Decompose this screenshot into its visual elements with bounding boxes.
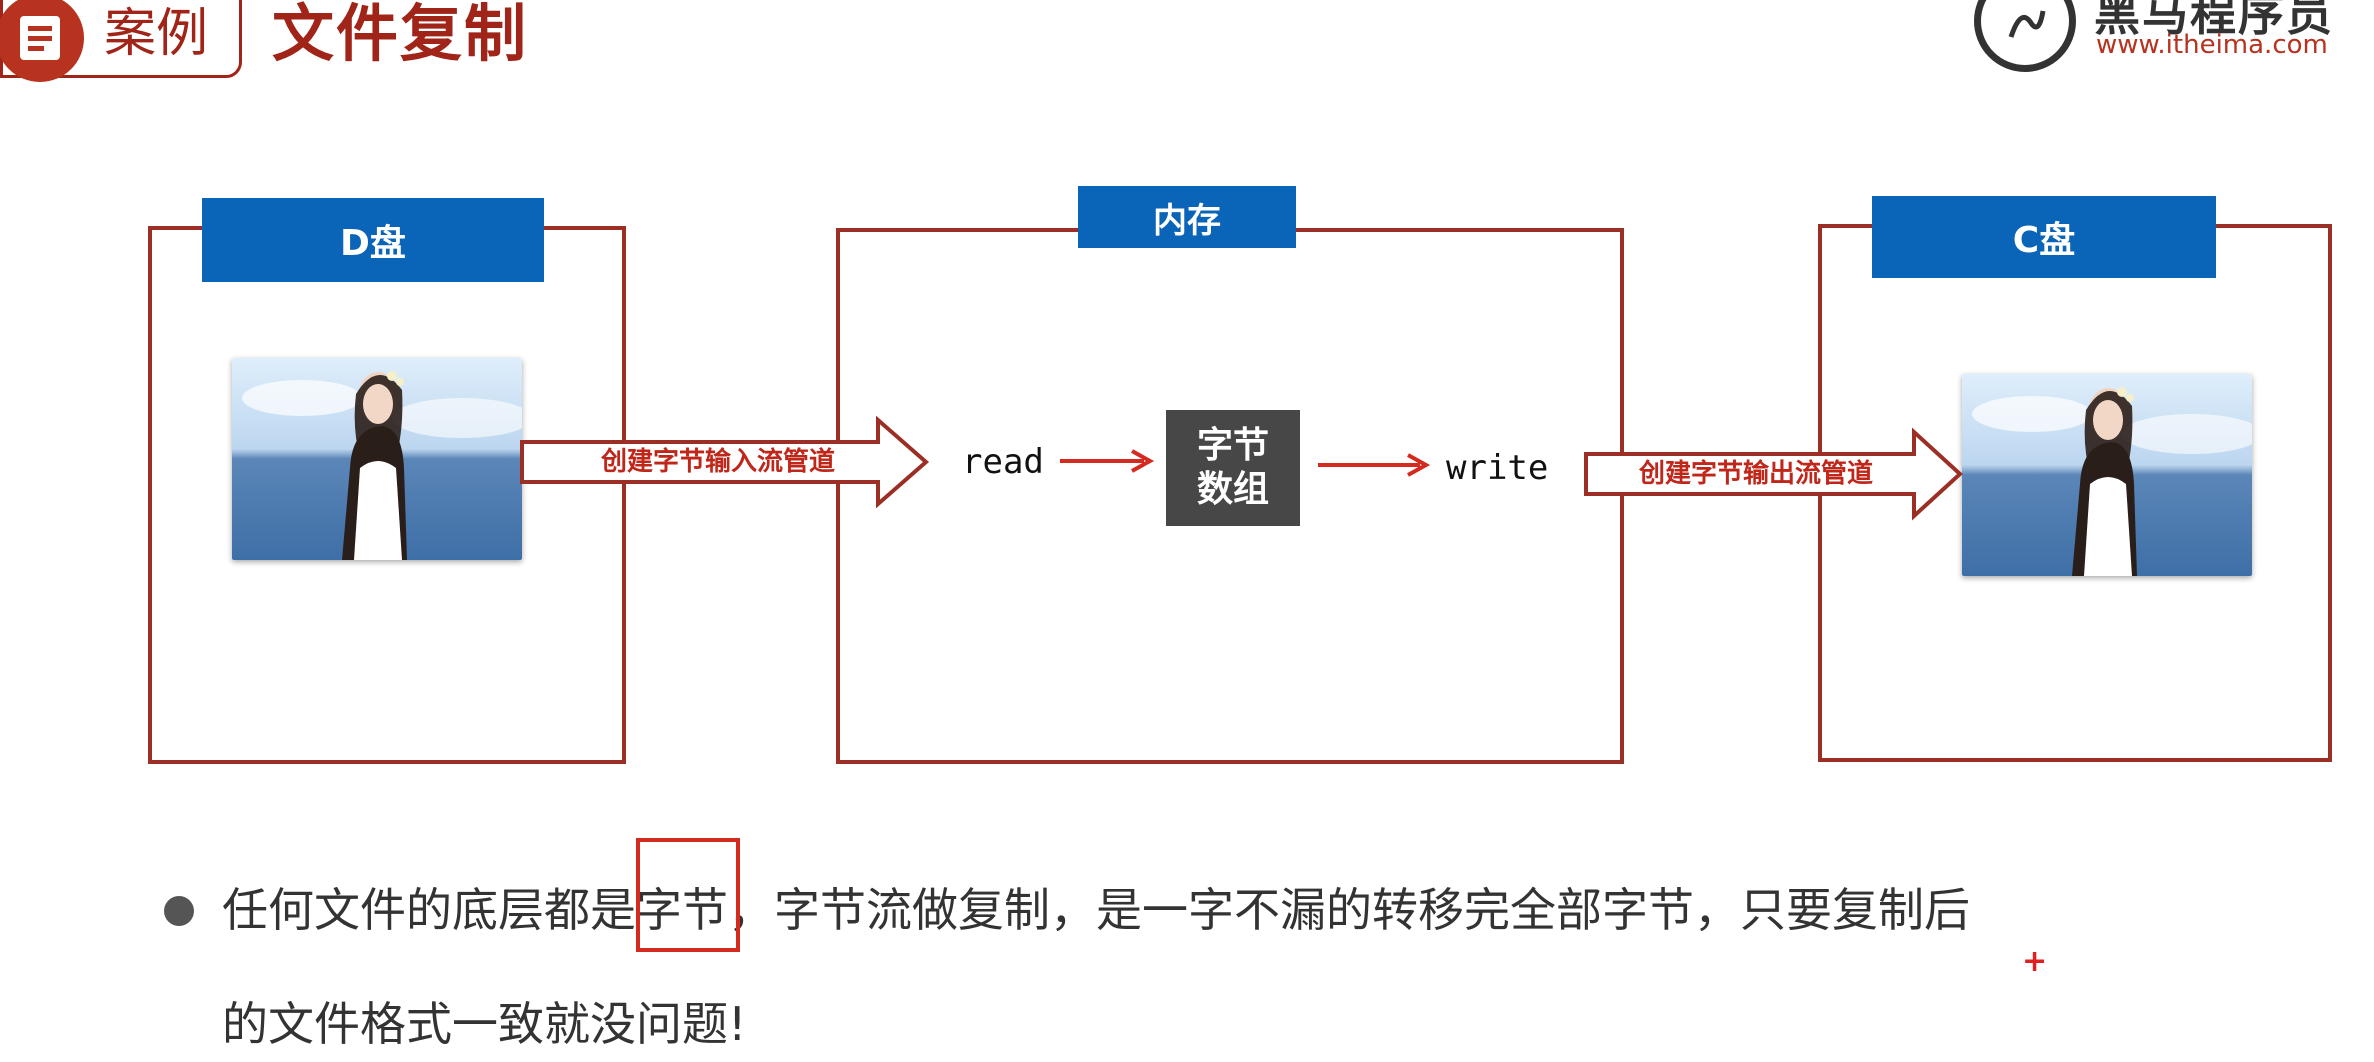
write-arrow-icon xyxy=(1316,452,1432,482)
bullet-line-2: 的文件格式一致就没问题! xyxy=(222,997,747,1051)
case-badge-label: 案例 xyxy=(104,4,209,64)
itheima-logo-icon xyxy=(1974,0,2076,72)
bullet-line-1-end: ，字节流做复制，是一字不漏的转移完全部字节，只要复制后 xyxy=(728,883,1970,937)
bullet-line-1: 任何文件的底层都是字节，字节流做复制，是一字不漏的转移完全部字节，只要复制后 xyxy=(222,880,1970,940)
highlight-box xyxy=(636,838,740,952)
output-stream-arrow: 创建字节输出流管道 xyxy=(1582,424,1964,524)
bullet-dot xyxy=(164,896,194,926)
output-stream-label: 创建字节输出流管道 xyxy=(1638,459,1873,489)
brand-url: www.itheima.com xyxy=(2096,30,2328,60)
byte-array-line2: 数组 xyxy=(1196,469,1269,510)
document-icon xyxy=(0,0,84,82)
d-drive-tab: D盘 xyxy=(202,198,544,282)
bullet-line-1-start: 任何文件的底层都是 xyxy=(222,883,636,937)
copied-image xyxy=(1962,374,2252,576)
byte-array-line1: 字节 xyxy=(1196,425,1269,466)
input-stream-label: 创建字节输入流管道 xyxy=(600,447,835,477)
read-label: read xyxy=(962,442,1044,482)
memory-tab: 内存 xyxy=(1078,186,1296,248)
write-label: write xyxy=(1446,448,1549,488)
read-arrow-icon xyxy=(1058,448,1158,478)
page-title: 文件复制 xyxy=(272,0,529,70)
byte-array-box: 字节 数组 xyxy=(1166,410,1300,526)
c-drive-tab: C盘 xyxy=(1872,196,2216,278)
highlighted-word: 字节 xyxy=(636,883,728,937)
cursor-plus-icon: + xyxy=(2022,944,2048,979)
brand-name: 黑马程序员 xyxy=(2094,0,2334,41)
input-stream-arrow: 创建字节输入流管道 xyxy=(518,412,932,512)
source-image xyxy=(232,358,522,560)
